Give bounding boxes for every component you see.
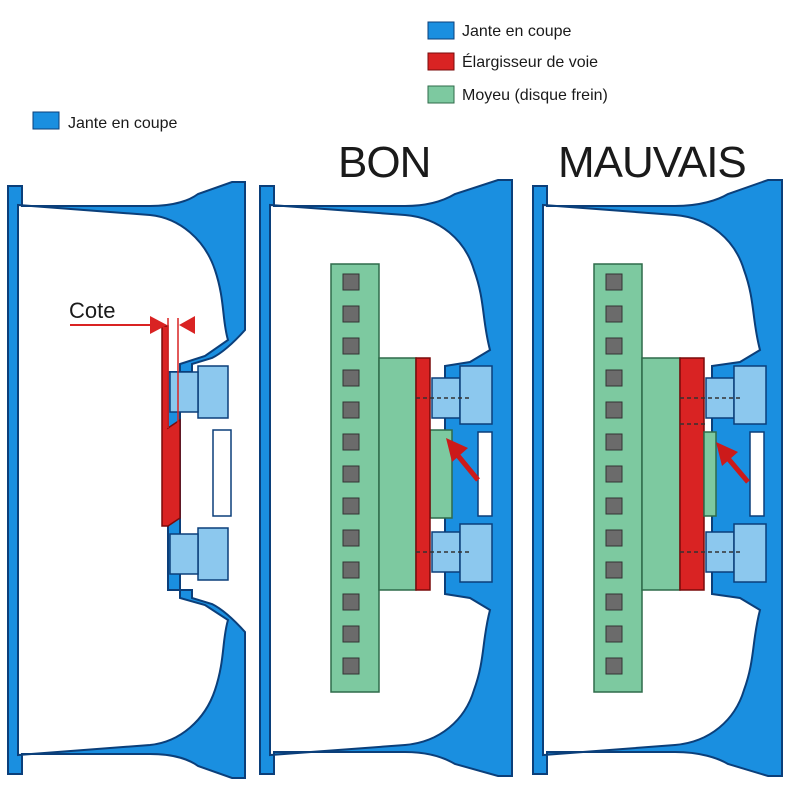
rim-center-bore-2 xyxy=(477,431,493,517)
cote-label: Cote xyxy=(69,298,115,323)
good-arrow-head xyxy=(446,438,468,462)
rim-lug-top-outer-2 xyxy=(459,365,493,425)
spacer-3 xyxy=(679,357,705,591)
rim-lug-top-outer-3 xyxy=(733,365,767,425)
heading-bad: MAUVAIS xyxy=(558,138,746,187)
spacer-2 xyxy=(415,357,431,591)
cote-arrow-right xyxy=(150,316,167,334)
left-legend-label: Jante en coupe xyxy=(68,115,178,132)
left-legend-swatch xyxy=(32,111,60,130)
bolt-hole xyxy=(342,497,360,515)
bolt-hole xyxy=(342,401,360,419)
bolt-hole xyxy=(605,465,623,483)
rim-section-3 xyxy=(532,179,783,777)
bolt-hole xyxy=(342,433,360,451)
legend-label-spacer: Élargisseur de voie xyxy=(462,52,598,71)
rim-lug-inner-bottom-1 xyxy=(169,533,199,575)
bolt-hole xyxy=(342,337,360,355)
bolt-hole xyxy=(605,433,623,451)
hub-body-3 xyxy=(641,357,681,591)
rim-lug-bottom-1 xyxy=(197,527,229,581)
bolt-hole xyxy=(605,369,623,387)
bad-arrow-shaft xyxy=(724,454,750,484)
panel-rim-only: Cote xyxy=(7,181,246,779)
bolt-hole xyxy=(605,561,623,579)
bolt-hole xyxy=(605,657,623,675)
bolt-hole xyxy=(605,529,623,547)
bolt-hole xyxy=(605,593,623,611)
bolt-hole xyxy=(342,273,360,291)
legend-label-rim: Jante en coupe xyxy=(462,23,572,40)
legend-swatch-rim xyxy=(427,21,455,40)
rim-lug-inner-top-1 xyxy=(169,371,199,413)
legend-swatch-spacer xyxy=(427,52,455,71)
legend-label-hub: Moyeu (disque frein) xyxy=(462,87,608,104)
bolt-hole xyxy=(342,625,360,643)
panel-bad xyxy=(532,179,783,777)
bolt-hole xyxy=(342,369,360,387)
top-legend: Jante en coupe Élargisseur de voie Moyeu… xyxy=(427,21,608,104)
heading-good: BON xyxy=(338,138,430,187)
left-legend: Jante en coupe xyxy=(32,111,178,132)
bolt-hole xyxy=(605,273,623,291)
rim-lug-bottom-outer-2 xyxy=(459,523,493,583)
bolt-hole xyxy=(342,465,360,483)
legend-swatch-hub xyxy=(427,85,455,104)
rim-lug-top-1 xyxy=(197,365,229,419)
hub-nose-3 xyxy=(703,431,717,517)
bolt-hole xyxy=(605,401,623,419)
bolt-hole xyxy=(342,593,360,611)
bolt-hole xyxy=(342,305,360,323)
bolt-hole xyxy=(342,561,360,579)
bad-arrow-head xyxy=(716,442,738,466)
bolt-hole xyxy=(605,625,623,643)
bolt-hole xyxy=(342,657,360,675)
bolt-hole xyxy=(605,337,623,355)
bolt-hole xyxy=(605,497,623,515)
good-arrow-shaft xyxy=(453,450,480,482)
bolt-hole xyxy=(342,529,360,547)
cote-arrow-left xyxy=(179,316,195,334)
hub-bolt-holes-3 xyxy=(605,273,623,675)
hub-body-2 xyxy=(378,357,417,591)
hub-bolt-holes-2 xyxy=(342,273,360,675)
bolt-hole xyxy=(605,305,623,323)
panel-good xyxy=(259,179,513,777)
rim-lug-bottom-outer-3 xyxy=(733,523,767,583)
rim-center-bore-1 xyxy=(212,429,232,517)
rim-section-2 xyxy=(259,179,513,777)
rim-center-bore-3 xyxy=(749,431,765,517)
rim-section-1 xyxy=(7,181,246,779)
